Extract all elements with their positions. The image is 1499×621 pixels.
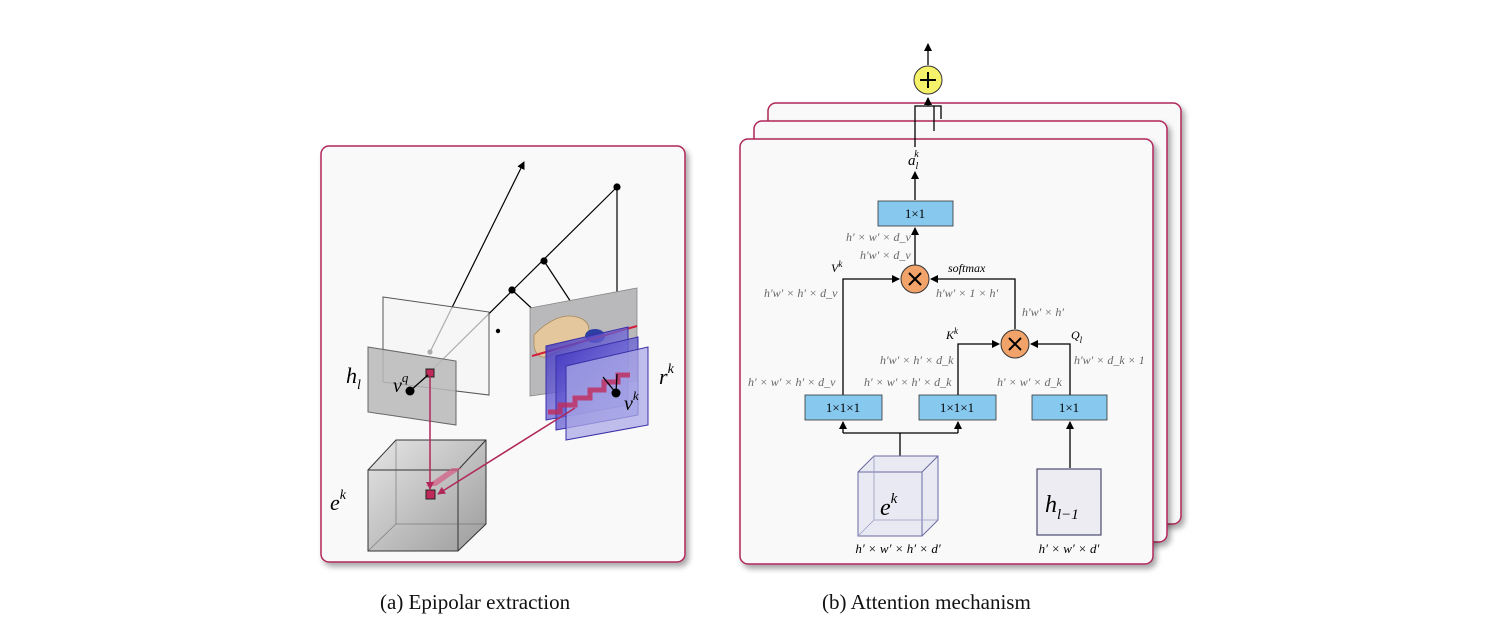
e-k-label: ek bbox=[330, 488, 347, 515]
dim-q: h′w′ × d_k × 1 bbox=[1074, 353, 1145, 367]
epipolar-feature-cube bbox=[367, 439, 487, 552]
head-card-front bbox=[739, 138, 1154, 565]
query-projection-label: 1×1 bbox=[1059, 400, 1079, 415]
h-input-label: hl−1 bbox=[1045, 492, 1079, 523]
h-l-label: hl bbox=[346, 363, 361, 393]
epipolar-samples bbox=[548, 372, 630, 415]
q-label: Ql bbox=[1071, 328, 1083, 345]
panel-epipolar-extraction: hl vq rk vk ek bbox=[320, 145, 686, 563]
dim-k-in: h′ × w′ × h′ × d_k bbox=[864, 375, 952, 389]
dim-mul-out: h′w′ × d_v bbox=[860, 248, 911, 262]
multiply-node-values bbox=[900, 264, 930, 294]
key-projection-label: 1×1×1 bbox=[940, 400, 974, 415]
output-projection-block bbox=[877, 200, 954, 227]
output-label: alk bbox=[908, 149, 919, 172]
dim-v-in: h′ × w′ × h′ × d_v bbox=[748, 375, 836, 389]
hidden-feature-plane bbox=[367, 346, 457, 426]
output-projection-label: 1×1 bbox=[905, 206, 925, 221]
value-projection-label: 1×1×1 bbox=[826, 400, 860, 415]
dim-softmax: h′w′ × 1 × h′ bbox=[936, 286, 998, 300]
dim-attn: h′w′ × h′ bbox=[1022, 305, 1064, 319]
k-label: Kk bbox=[945, 326, 959, 342]
panel-attention-mechanism: alk 1×1 h′ × w′ × d_v h′w′ × d_v Vk h′w′… bbox=[739, 43, 1182, 565]
caption-a: (a) Epipolar extraction bbox=[380, 590, 571, 614]
v-label: Vk bbox=[831, 259, 843, 275]
v-k-label: vk bbox=[624, 388, 639, 415]
query-projection-block bbox=[1031, 394, 1108, 421]
value-projection-block bbox=[804, 394, 883, 421]
dim-e: h′ × w′ × h′ × d′ bbox=[855, 541, 941, 556]
e-input-label: ek bbox=[880, 491, 898, 521]
softmax-label: softmax bbox=[948, 261, 986, 275]
r-k-label: rk bbox=[659, 362, 675, 389]
dim-v: h′w′ × h′ × d_v bbox=[764, 286, 838, 300]
reference-feature-planes bbox=[545, 326, 649, 441]
v-q-label: vq bbox=[393, 370, 409, 397]
dim-out-top: h′ × w′ × d_v bbox=[846, 230, 911, 244]
sum-node bbox=[913, 43, 943, 95]
multiply-node-keys bbox=[1000, 329, 1030, 359]
key-projection-block bbox=[918, 394, 997, 421]
dim-q-in: h′ × w′ × d_k bbox=[997, 375, 1062, 389]
epipolar-input-cube bbox=[857, 455, 939, 537]
hidden-input-box bbox=[1036, 468, 1102, 536]
dim-k: h′w′ × h′ × d_k bbox=[880, 353, 954, 367]
caption-b: (b) Attention mechanism bbox=[822, 590, 1031, 614]
dim-h: h′ × w′ × d′ bbox=[1039, 541, 1100, 556]
